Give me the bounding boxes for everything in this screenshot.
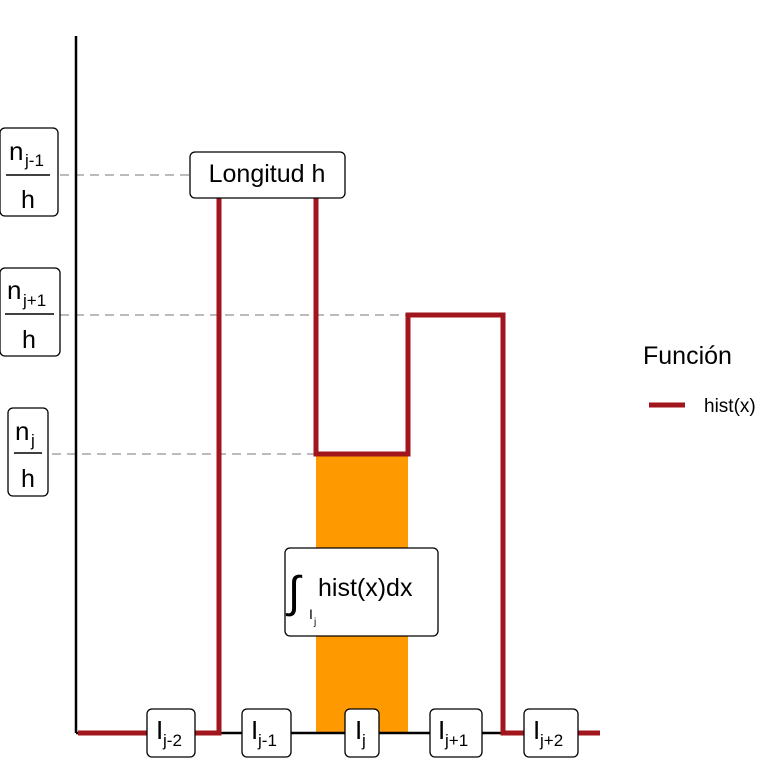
y-label-den: h — [21, 186, 35, 214]
x-label-bin-j-2: I j-2 — [146, 708, 196, 758]
y-label-num-sub: j+1 — [22, 291, 46, 310]
bin-label-sub: j+2 — [539, 731, 563, 750]
length-label-text: Longitud h — [209, 160, 326, 188]
bin-label: I — [355, 715, 362, 745]
y-label-nj+1: n j+1 h — [0, 267, 61, 357]
hist-line — [78, 197, 600, 736]
y-label-nj-1: n j-1 h — [0, 127, 59, 217]
y-label-num: n — [7, 275, 21, 305]
bin-label-sub: j-2 — [162, 731, 182, 750]
x-label-bin-j-1: I j-1 — [241, 708, 292, 758]
x-label-bin-j: I j — [344, 708, 380, 758]
bin-label-sub: j — [361, 731, 366, 750]
bin-label: I — [533, 715, 540, 745]
bin-label-sub: j-1 — [257, 731, 277, 750]
bin-label: I — [251, 715, 258, 745]
y-label-num-sub: j-1 — [24, 151, 44, 170]
integral-body: hist(x)dx — [318, 574, 413, 602]
bin-label-sub: j+1 — [444, 731, 468, 750]
y-label-den: h — [21, 465, 35, 493]
x-label-bin-j+1: I j+1 — [429, 708, 483, 758]
y-label-num: n — [9, 136, 23, 166]
bin-label: I — [156, 715, 163, 745]
bin-label: I — [438, 715, 445, 745]
integral-lower: I — [309, 606, 313, 622]
legend: Función hist(x) — [643, 342, 756, 417]
length-label: Longitud h — [189, 151, 346, 199]
x-label-bin-j+2: I j+2 — [523, 708, 579, 758]
y-label-nj: n j h — [7, 407, 49, 497]
legend-item-label: hist(x) — [704, 396, 756, 417]
integral-symbol: ∫ — [285, 568, 303, 617]
y-label-num: n — [15, 416, 29, 446]
y-label-num-sub: j — [30, 431, 35, 450]
legend-title: Función — [643, 342, 732, 370]
integral-lower-sub: j — [313, 617, 316, 628]
y-label-den: h — [22, 326, 36, 354]
integral-label: ∫ I j hist(x)dx — [284, 547, 439, 637]
